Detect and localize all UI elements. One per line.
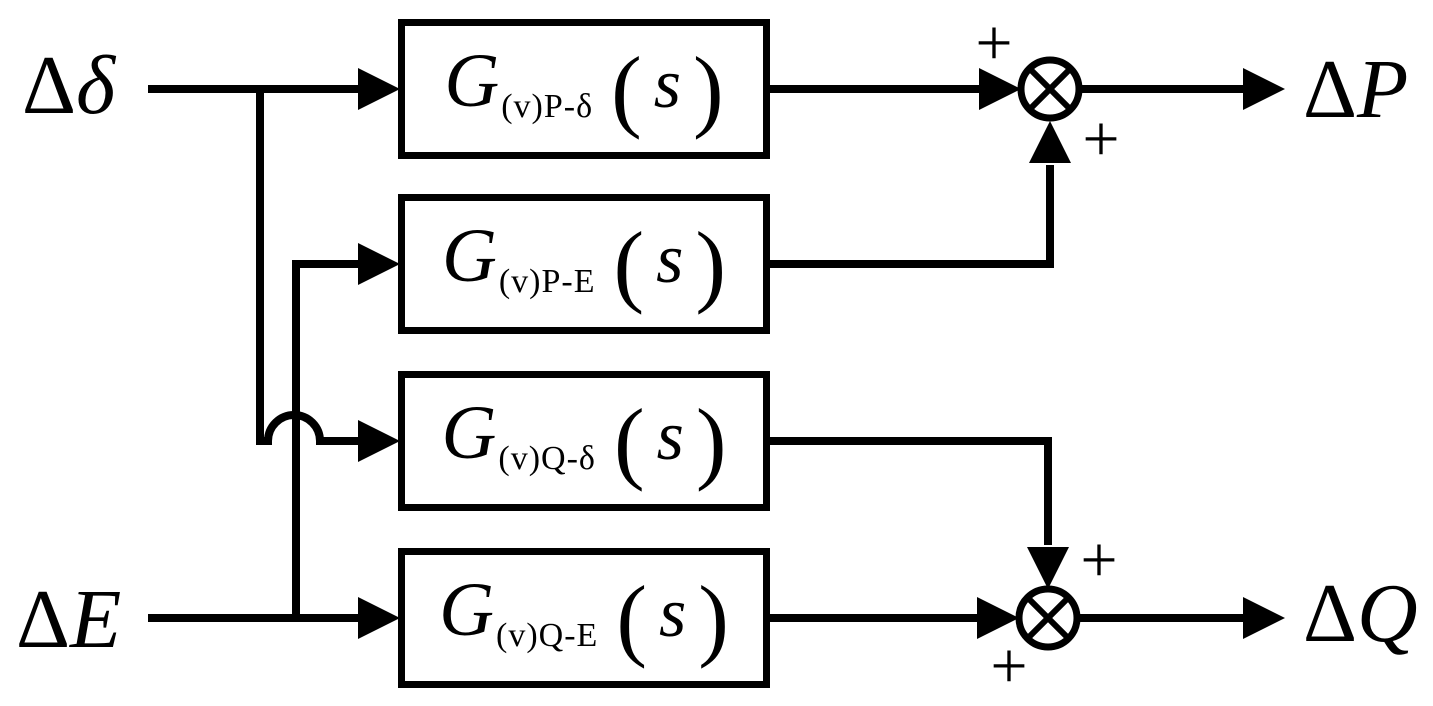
arrowhead-sumq-left-input [977,597,1019,639]
arrowhead-sumq-top-input [1027,547,1069,589]
gain-base: G [441,214,497,298]
paren-close: ) [698,567,729,669]
plus-sign-sump-left: + [975,6,1013,80]
transfer-block-gvq-delta: G (v)Q-δ ( s ) [398,371,770,511]
arrowhead-sump-bottom-input [1029,121,1071,163]
paren-close: ) [695,213,727,315]
transfer-block-gvq-e: G (v)Q-E ( s ) [398,548,770,688]
transfer-block-gvp-e: G (v)P-E ( s ) [398,194,770,334]
laplace-arg: s [653,46,682,123]
paren-open: ( [616,567,647,669]
transfer-block-gvp-delta: G (v)P-δ ( s ) [398,19,770,159]
wire-delta-branch-hop [256,89,360,445]
arrowhead-block3-input [358,420,400,462]
arrowhead-output-q [1243,597,1285,639]
delta-symbol: δ [76,39,116,132]
arrowhead-block1-input [358,68,400,110]
delta-prefix: Δ [1303,567,1358,660]
block-label: G (v)P-δ ( s ) [444,43,723,135]
gain-base: G [439,568,495,652]
gain-base: G [444,39,500,123]
gain-base: G [441,391,497,475]
paren-close: ) [695,390,727,492]
plus-sign-sumq-top: + [1080,523,1118,597]
paren-open: ( [613,390,645,492]
gain-subscript: (v)P-δ [501,88,594,125]
plus-sign-sumq-bottom: + [990,629,1028,703]
summing-junction-p-icon [1017,56,1083,122]
arrowhead-block4-input [358,597,400,639]
paren-open: ( [611,38,642,140]
e-symbol: E [70,573,122,666]
arrowhead-output-p [1243,68,1285,110]
block-label: G (v)Q-δ ( s ) [442,395,727,487]
gain-subscript: (v)Q-E [496,617,599,654]
block-label: G (v)Q-E ( s ) [439,572,729,664]
delta-prefix: Δ [22,39,77,132]
wire-e-branch-up [292,260,360,618]
arrowhead-block2-input [358,243,400,285]
q-symbol: Q [1357,567,1418,660]
summing-junction-q-icon [1015,585,1081,651]
laplace-arg: s [658,575,687,652]
paren-close: ) [693,38,724,140]
gain-subscript: (v)P-E [498,263,596,300]
wire-block3-to-sumq [769,437,1052,545]
paren-open: ( [613,213,645,315]
p-symbol: P [1357,43,1409,136]
block-label: G (v)P-E ( s ) [442,218,726,310]
delta-prefix: Δ [1303,43,1358,136]
laplace-arg: s [656,398,684,475]
plus-sign-sump-bottom: + [1082,102,1120,176]
arrowhead-sump-left-input [979,68,1021,110]
delta-prefix: Δ [16,573,71,666]
laplace-arg: s [656,221,684,298]
gain-subscript: (v)Q-δ [498,440,596,477]
wire-block2-to-sump [769,165,1054,268]
